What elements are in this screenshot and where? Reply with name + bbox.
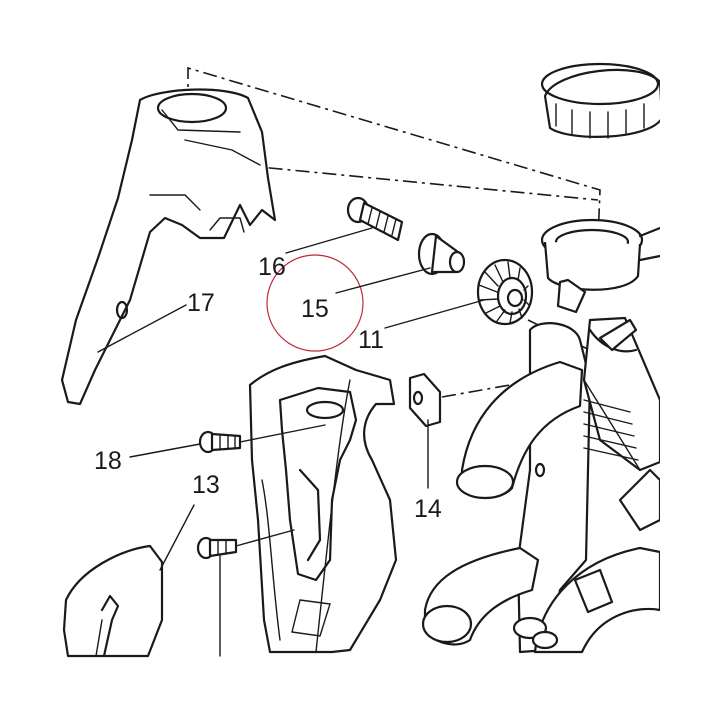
callout-labels: 16 15 17 11 18 13 14	[94, 253, 442, 523]
hose-clamp-ring	[512, 616, 559, 650]
part-13-screw-lower	[196, 536, 238, 560]
callout-15-highlight-circle	[266, 254, 364, 352]
callout-15: 15	[301, 295, 329, 323]
part-17-trim-cover	[60, 88, 277, 406]
callout-13: 13	[192, 471, 220, 499]
part-18-screw-upper	[198, 430, 242, 454]
part-11-ribbed-knob	[476, 258, 534, 326]
part-15-bushing	[417, 232, 466, 276]
fastener-lines	[235, 424, 326, 547]
bottom-crop	[0, 658, 720, 720]
callout-14: 14	[414, 495, 442, 523]
reservoir-cap	[540, 62, 664, 139]
lower-frame-assembly	[421, 316, 662, 654]
callout-11: 11	[358, 326, 384, 354]
part-14-clip-nut	[408, 372, 442, 428]
leader-lines	[97, 227, 485, 657]
reservoir-body	[540, 218, 662, 314]
center-bracket-panel	[248, 354, 398, 654]
callout-17: 17	[187, 289, 215, 317]
callout-18: 18	[94, 447, 122, 475]
part-16-screw	[346, 196, 404, 242]
right-crop	[660, 0, 720, 720]
callout-16: 16	[258, 253, 286, 281]
part-13-lower-cover	[62, 544, 164, 658]
